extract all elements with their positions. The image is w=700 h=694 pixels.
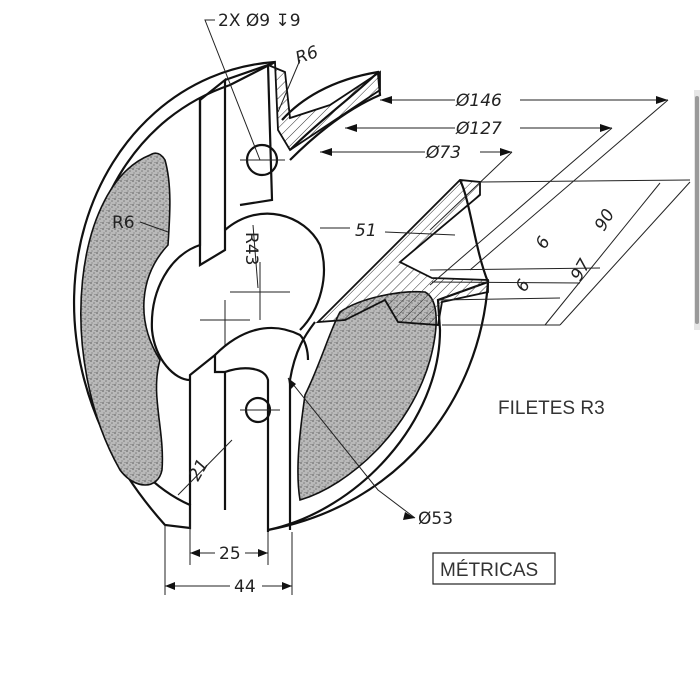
upper-flange-body (281, 70, 382, 161)
hub-slot (224, 367, 270, 532)
fillets-note: FILETES R3 (498, 398, 605, 419)
bore-inner (214, 326, 310, 361)
units-box (432, 552, 556, 585)
scrollbar-thumb[interactable] (695, 96, 699, 324)
center-mark-secondary (200, 300, 250, 345)
d127-label: Ø127 (455, 119, 502, 139)
d146-label: Ø146 (455, 91, 502, 111)
upper-flange-arc (289, 71, 379, 151)
d97-label: 97 (567, 256, 595, 285)
arrowheads (165, 96, 668, 590)
d73-label: Ø73 (425, 143, 461, 163)
r6-top-label: R6 (293, 42, 321, 69)
hub-left-wall (188, 352, 227, 510)
bore-arc (224, 212, 325, 331)
d25-label: 25 (219, 544, 241, 564)
units-note: MÉTRICAS (440, 560, 538, 581)
r6-left-label: R6 (112, 213, 135, 233)
upper-rib-face (224, 63, 274, 207)
d51-label: 51 (355, 221, 377, 241)
r43-label: R43 (241, 232, 261, 265)
lower-flange (459, 179, 490, 283)
hub-bore (150, 100, 202, 382)
dimension-lines (139, 19, 691, 595)
left-shaded-face (80, 152, 171, 486)
lower-section-hatch (315, 179, 489, 326)
d44-label: 44 (234, 577, 256, 597)
d6b-label: 6 (512, 276, 535, 296)
d90-label: 90 (591, 206, 619, 235)
d6a-label: 6 (532, 233, 555, 253)
upper-rib (198, 77, 227, 267)
d53-label: Ø53 (418, 509, 453, 529)
holes-callout: 2X Ø9 ↧9 (218, 11, 301, 31)
center-mark-main (230, 262, 290, 320)
upper-section-hatch (265, 60, 381, 152)
